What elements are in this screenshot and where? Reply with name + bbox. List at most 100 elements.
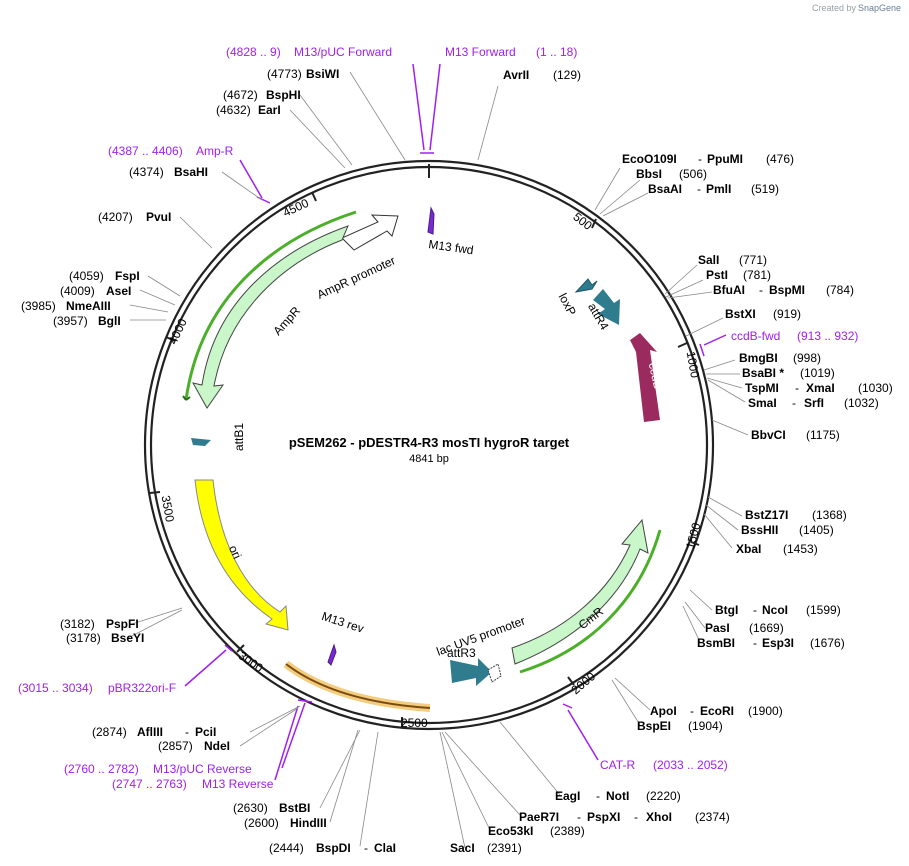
enzyme-pos: (1405): [799, 523, 834, 537]
enzyme-name: PaeR7I: [519, 810, 559, 824]
enzyme-name: AvrII: [503, 68, 529, 82]
enzyme-pos: (1030): [858, 381, 893, 395]
enzyme-name: SacI: [450, 841, 475, 855]
lacuv5-promoter-arrow: [487, 663, 502, 683]
primer-range: (1 .. 18): [536, 45, 577, 59]
enzyme-name: BstBI: [279, 801, 310, 815]
enzyme-name: BsaBI *: [742, 366, 784, 380]
enzyme-pos: (3985): [21, 299, 56, 313]
plasmid-length: 4841 bp: [409, 453, 449, 465]
ampr-arrow: [192, 225, 349, 409]
enzyme-pos: (1368): [812, 508, 847, 522]
enzyme-pos: (1175): [806, 428, 840, 442]
enzyme-sep: -: [697, 182, 701, 196]
enzymes-left: (4773) BsiWI (4672) BspHI (4632) EarI (4…: [21, 67, 396, 855]
enzyme-name: TspMI: [745, 381, 779, 395]
enzyme-pos: (4374): [129, 165, 164, 179]
tick-3500: 3500: [159, 494, 177, 523]
enzyme-pos: (2374): [695, 810, 730, 824]
enzyme-pos: (4672): [223, 88, 258, 102]
loxp-arrow: [574, 278, 598, 293]
primer-name: Amp-R: [196, 144, 234, 158]
enzyme-pos: (519): [751, 182, 779, 196]
tick-1500: 1500: [683, 521, 704, 551]
enzyme-name: EarI: [258, 103, 281, 117]
attr4-arrow: [593, 289, 620, 325]
credit-text: Created by: [812, 3, 857, 13]
tick-marks: [149, 164, 700, 727]
primer-range: (2747 .. 2763): [112, 777, 187, 791]
enzyme-name: BsaAI: [648, 182, 682, 196]
enzyme-name2: PmlI: [706, 182, 731, 196]
enzyme-name: NdeI: [204, 739, 230, 753]
enzyme-pos: (1599): [806, 603, 841, 617]
enzyme-sep: -: [634, 810, 638, 824]
enzyme-name: BstZ17I: [745, 508, 788, 522]
primer-range: (913 .. 932): [797, 329, 858, 343]
enzyme-pos: (1032): [844, 396, 879, 410]
enzyme-name: BspEI: [637, 719, 671, 733]
enzyme-pos: (1453): [783, 542, 818, 556]
feature-label-loxp: loxP: [556, 291, 579, 318]
enzyme-name2: Esp3I: [762, 636, 794, 650]
feature-label-ori: ori: [226, 543, 244, 561]
enzyme-name: HindIII: [290, 816, 327, 830]
primer-name: M13 Forward: [445, 45, 516, 59]
enzyme-sep: -: [596, 789, 600, 803]
tick-2000: 2000: [569, 669, 599, 697]
enzyme-sep: -: [364, 841, 368, 855]
enzyme-pos: (998): [793, 351, 821, 365]
enzyme-name: NmeAIII: [66, 299, 111, 313]
primer-labels: (4828 .. 9) M13/pUC Forward M13 Forward …: [18, 45, 858, 791]
enzyme-name: PasI: [705, 621, 730, 635]
primer-marks: [184, 63, 727, 781]
enzyme-name: EcoO109I: [622, 152, 677, 166]
feature-label-m13fwd: M13 fwd: [428, 237, 475, 257]
feature-label-amprpromoter: AmpR promoter: [315, 253, 398, 301]
feature-label-ccdb: ccdB: [646, 361, 666, 390]
enzyme-name: BglI: [98, 314, 121, 328]
enzyme-name: BsaHI: [174, 165, 208, 179]
feature-label-ampr: AmpR: [270, 304, 303, 338]
enzyme-pos: (476): [766, 152, 794, 166]
enzyme-name: Eco53kI: [488, 824, 533, 838]
enzyme-pos: (1676): [810, 636, 845, 650]
enzyme-name: FspI: [115, 269, 140, 283]
ccdb-arrow: [623, 333, 660, 422]
enzyme-pos: (1900): [748, 704, 783, 718]
enzyme-pos: (4632): [216, 103, 251, 117]
ampr-orf-arrowhead: [182, 395, 191, 401]
enzyme-pos: (781): [743, 268, 771, 282]
enzyme-pos: (3957): [53, 314, 88, 328]
enzyme-sep: -: [185, 725, 189, 739]
attr3-arrow: [450, 658, 492, 686]
enzyme-name2: PpuMI: [707, 152, 743, 166]
primer-name: M13/pUC Forward: [294, 45, 392, 59]
feature-label-attb1: attB1: [232, 423, 246, 451]
enzyme-pos: (1904): [688, 719, 723, 733]
ampr-promoter-arrow: [341, 214, 399, 251]
primer-range: (2760 .. 2782): [64, 762, 139, 776]
enzyme-pos: (2857): [158, 739, 193, 753]
primer-name: ccdB-fwd: [731, 329, 780, 343]
enzyme-pos: (129): [553, 68, 581, 82]
enzyme-name: BbsI: [636, 167, 662, 181]
tick-3000: 3000: [236, 649, 266, 676]
enzyme-name: SmaI: [748, 396, 777, 410]
enzyme-name: EagI: [555, 789, 580, 803]
enzyme-pos: (1669): [749, 621, 784, 635]
enzyme-pos: (3182): [60, 617, 95, 631]
enzyme-name: BbvCI: [751, 428, 786, 442]
primer-range: (3015 .. 3034): [18, 681, 93, 695]
enzyme-pos: (4009): [60, 284, 95, 298]
tick-4000: 4000: [166, 316, 190, 346]
enzyme-pos: (506): [679, 167, 707, 181]
enzyme-name: XbaI: [736, 542, 761, 556]
ampr-orf-line: [184, 210, 357, 401]
enzyme-name2: NcoI: [762, 603, 788, 617]
enzyme-pos: (919): [773, 307, 801, 321]
backbone-outer: [143, 159, 715, 731]
enzyme-sep: -: [690, 704, 694, 718]
attb1-arrow: [191, 438, 211, 446]
